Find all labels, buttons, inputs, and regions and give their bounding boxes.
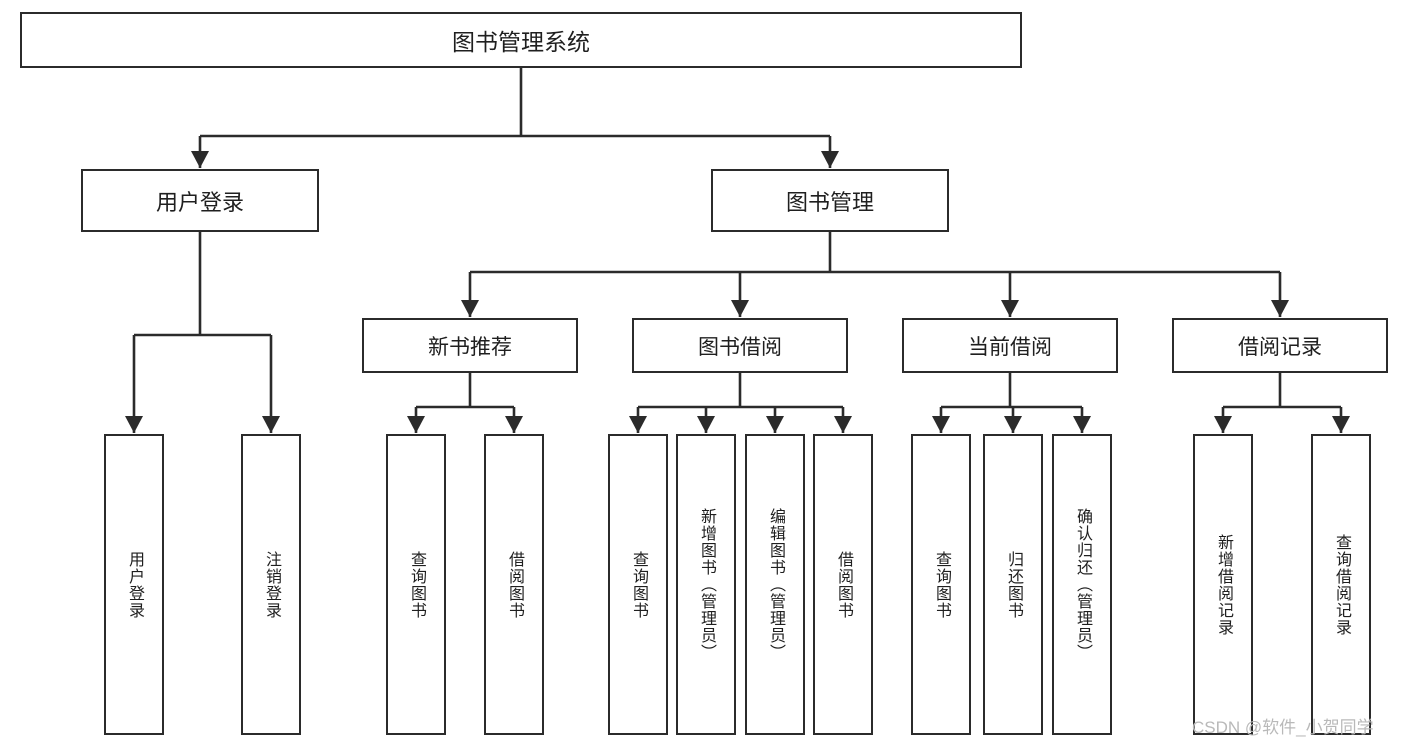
arrowhead-icon (407, 416, 425, 433)
node-label: 用户登录 (125, 550, 143, 619)
watermark: CSDN @软件_小贺同学 (1192, 718, 1374, 737)
node-label: 查询借阅记录 (1332, 533, 1350, 636)
node-leaf-borrow-book-1[interactable]: 借阅图书 (484, 434, 544, 735)
node-label: 借阅图书 (834, 550, 852, 619)
node-leaf-edit-book[interactable]: 编辑图书（管理员） (745, 434, 805, 735)
arrowhead-icon (821, 151, 839, 168)
node-label: 图书管理 (785, 189, 874, 215)
node-label: 查询图书 (932, 550, 950, 619)
arrowhead-icon (1332, 416, 1350, 433)
node-leaf-add-record[interactable]: 新增借阅记录 (1193, 434, 1253, 735)
arrowhead-icon (1214, 416, 1232, 433)
node-label: 当前借阅 (968, 335, 1052, 359)
node-label: 用户登录 (155, 189, 244, 215)
node-label: 图书管理系统 (452, 29, 590, 55)
node-label: 新增借阅记录 (1214, 533, 1232, 636)
node-label: 图书借阅 (698, 335, 782, 359)
node-label: 归还图书 (1004, 550, 1022, 619)
node-leaf-user-login[interactable]: 用户登录 (104, 434, 164, 735)
node-leaf-query-book-1[interactable]: 查询图书 (386, 434, 446, 735)
arrowhead-icon (125, 416, 143, 433)
node-leaf-borrow-book-2[interactable]: 借阅图书 (813, 434, 873, 735)
arrowhead-icon (461, 300, 479, 317)
node-bookmgmt[interactable]: 图书管理 (711, 169, 949, 232)
node-label: 查询图书 (407, 550, 425, 619)
node-label: 借阅图书 (505, 550, 523, 619)
node-leaf-add-book[interactable]: 新增图书（管理员） (676, 434, 736, 735)
node-label: 注销登录 (262, 550, 280, 619)
node-leaf-query-record[interactable]: 查询借阅记录 (1311, 434, 1371, 735)
node-leaf-logout[interactable]: 注销登录 (241, 434, 301, 735)
node-newbook[interactable]: 新书推荐 (362, 318, 578, 373)
arrowhead-icon (834, 416, 852, 433)
node-leaf-return-book[interactable]: 归还图书 (983, 434, 1043, 735)
node-label: 借阅记录 (1238, 335, 1322, 359)
node-label: 编辑图书（管理员） (766, 508, 784, 661)
arrowhead-icon (766, 416, 784, 433)
node-leaf-confirm-return[interactable]: 确认归还（管理员） (1052, 434, 1112, 735)
node-leaf-query-book-3[interactable]: 查询图书 (911, 434, 971, 735)
node-current[interactable]: 当前借阅 (902, 318, 1118, 373)
node-label: 新书推荐 (428, 335, 512, 359)
node-records[interactable]: 借阅记录 (1172, 318, 1388, 373)
arrowhead-icon (505, 416, 523, 433)
node-label: 查询图书 (629, 550, 647, 619)
arrowhead-icon (697, 416, 715, 433)
arrowhead-icon (731, 300, 749, 317)
node-label: 新增图书（管理员） (697, 508, 715, 661)
arrowhead-icon (1271, 300, 1289, 317)
node-label: 确认归还（管理员） (1073, 508, 1091, 661)
arrowhead-icon (1004, 416, 1022, 433)
arrowhead-icon (1073, 416, 1091, 433)
node-leaf-query-book-2[interactable]: 查询图书 (608, 434, 668, 735)
arrowhead-icon (191, 151, 209, 168)
node-root[interactable]: 图书管理系统 (20, 12, 1022, 68)
node-login[interactable]: 用户登录 (81, 169, 319, 232)
arrowhead-icon (1001, 300, 1019, 317)
arrowhead-icon (629, 416, 647, 433)
arrowhead-icon (262, 416, 280, 433)
node-borrow[interactable]: 图书借阅 (632, 318, 848, 373)
arrowhead-icon (932, 416, 950, 433)
